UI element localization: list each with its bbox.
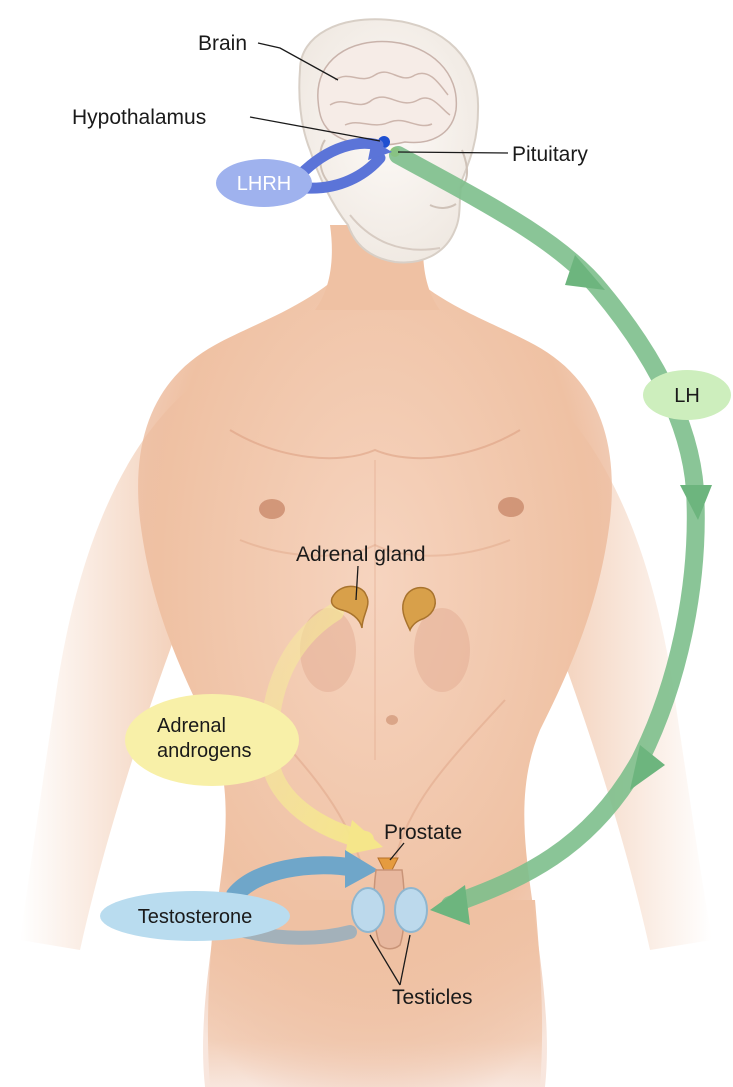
- adrenal-androgens-pill: Adrenal androgens: [125, 694, 299, 786]
- lh-arrowhead-2: [680, 485, 712, 520]
- head: [299, 19, 478, 262]
- pituitary-label: Pituitary: [512, 143, 588, 166]
- brain-label: Brain: [198, 32, 247, 55]
- adrenal-androgens-line1: Adrenal: [157, 715, 226, 737]
- body-figure: [20, 225, 712, 1087]
- lh-pill: LH: [643, 370, 731, 420]
- left-nipple: [259, 499, 285, 519]
- testosterone-pill: Testosterone: [100, 891, 290, 941]
- right-testicle: [395, 888, 427, 932]
- lh-pill-text: LH: [674, 385, 700, 407]
- hypothalamus-label: Hypothalamus: [72, 106, 206, 129]
- left-testicle: [352, 888, 384, 932]
- adrenal-androgens-line2: androgens: [157, 740, 252, 762]
- testosterone-pill-text: Testosterone: [138, 906, 253, 928]
- lhrh-pill-text: LHRH: [237, 173, 291, 195]
- navel: [386, 715, 398, 725]
- lhrh-pill: LHRH: [216, 159, 312, 207]
- adrenal-gland-label: Adrenal gland: [296, 543, 426, 566]
- right-kidney: [414, 608, 470, 692]
- testicles-label: Testicles: [392, 986, 473, 1009]
- right-nipple: [498, 497, 524, 517]
- prostate-label: Prostate: [384, 821, 462, 844]
